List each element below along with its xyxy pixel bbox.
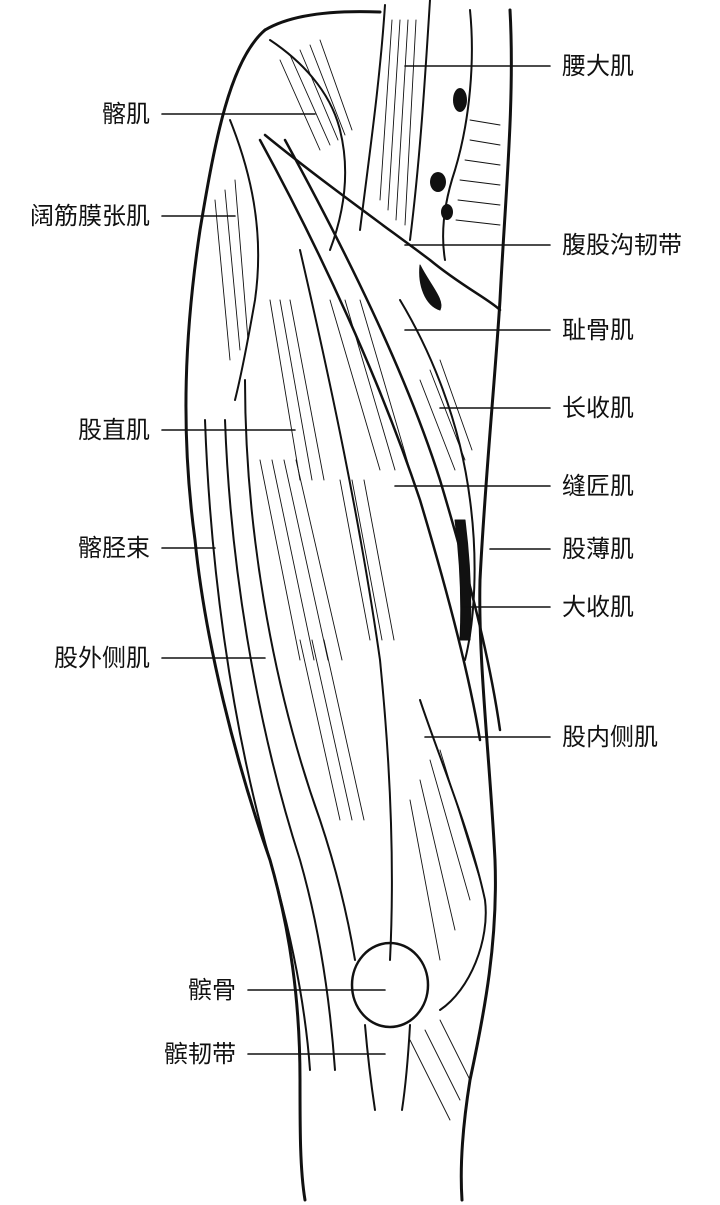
psoas-outline-2	[409, 0, 431, 241]
it-tract-a	[204, 419, 311, 1071]
patellar-lig-a	[364, 1024, 376, 1111]
it-tract-b	[224, 419, 336, 1071]
leg-outline-lateral	[184, 28, 307, 1202]
rectus-lateral	[244, 379, 356, 961]
label-gracilis: 股薄肌	[562, 535, 634, 563]
psoas-outline	[359, 4, 386, 231]
tfl-muscle	[229, 119, 260, 401]
label-adductor-magnus: 大收肌	[562, 593, 634, 621]
label-vastus-medialis: 股内侧肌	[562, 723, 658, 751]
label-iliotibial-tract: 髂胫束	[78, 534, 150, 562]
label-rectus-femoris: 股直肌	[78, 416, 150, 444]
femoral-ring	[419, 264, 442, 311]
iliacus-muscle	[269, 39, 347, 251]
label-sartorius: 缝匠肌	[562, 472, 634, 500]
sartorius-band-b	[283, 138, 502, 732]
label-tensor-fasciae-latae: 阔筋膜张肌	[30, 202, 150, 230]
sartorius-band-a	[258, 138, 482, 742]
pelvis-edge	[442, 9, 473, 261]
obturator-hole-3	[441, 204, 453, 220]
label-iliacus: 髂肌	[102, 100, 150, 128]
inguinal-ligament	[263, 133, 502, 312]
obturator-hole-2	[430, 172, 446, 192]
patella-bone	[350, 941, 430, 1029]
leg-outline-medial	[459, 8, 513, 1202]
rectus-medial	[299, 249, 393, 961]
label-pectineus: 耻骨肌	[562, 316, 634, 344]
label-inguinal-ligament: 腹股沟韧带	[562, 231, 682, 259]
label-adductor-longus: 长收肌	[562, 394, 634, 422]
label-psoas-major: 腰大肌	[562, 52, 634, 80]
label-patellar-ligament: 髌韧带	[164, 1040, 236, 1068]
patellar-lig-b	[401, 1024, 411, 1111]
iliac-crest	[263, 10, 382, 32]
adductor-edge	[399, 299, 476, 661]
vastus-medialis	[419, 699, 487, 1011]
label-patella: 髌骨	[188, 976, 236, 1004]
obturator-hole-1	[453, 88, 467, 112]
label-vastus-lateralis: 股外侧肌	[54, 644, 150, 672]
adductor-shadow	[454, 519, 472, 641]
